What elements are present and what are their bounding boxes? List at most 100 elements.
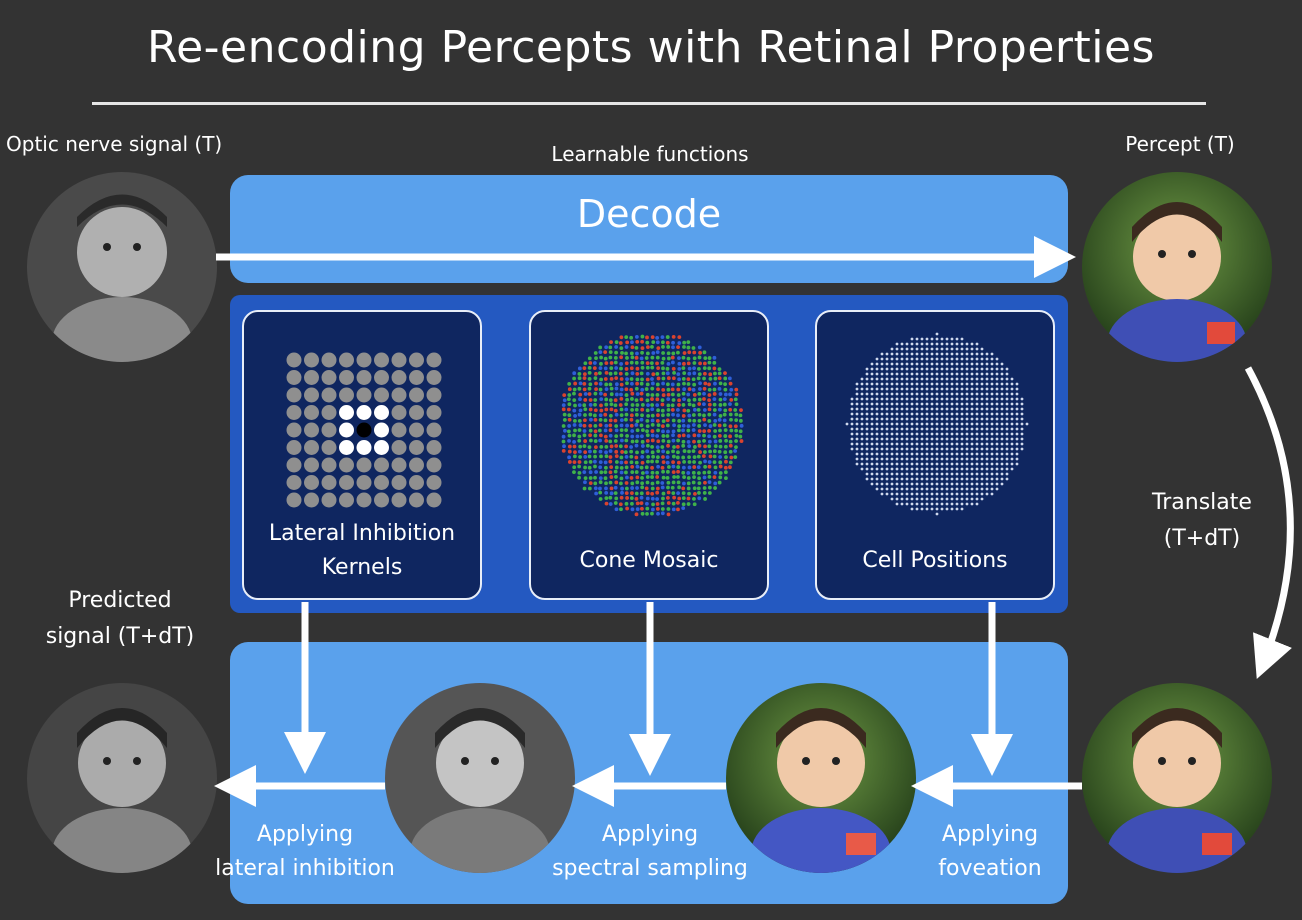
cell-dot [925,502,929,506]
cone-dot [645,335,649,340]
cell-dot [860,412,864,416]
cone-dot [701,454,706,459]
cell-dot [990,357,994,361]
cone-dot [656,376,661,381]
cone-dot [629,491,634,496]
cone-dot [577,412,582,417]
cell-dot [955,502,959,506]
cone-dot [682,449,687,453]
cone-dot [697,481,702,485]
cone-dot [604,402,609,407]
cell-dot [985,472,989,476]
cell-dot [1000,422,1004,426]
cell-dot [885,417,889,421]
cell-dot [925,467,929,471]
cone-dot [707,485,712,490]
cell-dot [995,462,999,466]
cell-dot [1000,387,1004,391]
cone-dot [593,481,598,486]
cone-dot [572,433,576,438]
cell-dot [885,402,889,406]
kernel-dot [339,352,354,368]
cell-dot [860,387,864,391]
cell-dot [875,372,879,376]
cone-dot [707,439,712,444]
cell-dot [950,367,954,371]
cone-dot [692,445,697,449]
cone-dot [702,402,706,407]
cone-dot [692,407,697,412]
cell-dot [890,392,894,396]
kernel-dot [391,370,407,385]
cone-dot [702,376,706,381]
cone-dot [583,413,587,417]
cone-dot [573,381,578,386]
cell-dot [990,492,994,496]
cell-dot [905,412,909,416]
cone-dot [697,372,702,377]
cell-dot [985,352,989,356]
cone-dot [671,376,676,381]
cell-dot [935,337,939,341]
cone-dot [692,502,697,507]
spectral-sampled-image [385,683,575,873]
cell-dot [915,417,919,421]
cone-dot [686,356,691,361]
cone-dot [733,397,738,402]
cone-dot [666,429,670,434]
cell-dot [875,457,879,461]
cone-dot [655,486,660,491]
cell-dot [955,392,959,396]
cell-dot [955,417,959,421]
cell-dot [875,362,879,366]
cell-dot [935,482,939,486]
cell-dot [910,392,914,396]
cell-dot [900,342,904,346]
predicted-signal-label-2: signal (T+dT) [45,624,195,649]
cell-dot [880,472,884,476]
cell-positions-panel: Cell Positions [815,310,1055,600]
cell-dot [920,412,924,416]
cell-dot [940,507,944,511]
cone-dot [577,475,581,480]
cone-dot [655,397,660,402]
cone-dot [583,439,588,443]
cone-dot [713,429,718,433]
cell-dot [880,467,884,471]
cell-dot [955,337,959,341]
cell-positions-graphic [845,332,1029,516]
cone-dot [681,418,686,423]
cell-dot [850,442,854,446]
cell-dot [980,372,984,376]
cell-dot [875,447,879,451]
cone-dot [629,417,634,422]
cone-dot [655,445,660,450]
cone-dot [624,372,629,376]
kernel-dot [391,422,407,438]
cell-dot [965,457,969,461]
cone-dot [583,454,588,459]
diagram-title: Re-encoding Percepts with Retinal Proper… [147,22,1155,73]
cell-dot [935,342,939,346]
cone-dot [675,455,680,460]
cone-dot [608,413,613,418]
cone-dot [676,469,680,474]
cone-dot [671,449,675,454]
cone-dot [686,377,691,382]
cone-dot [661,351,665,355]
cone-dot [598,391,603,396]
cone-dot [650,418,655,423]
cell-dot [995,427,999,431]
cone-dot [738,413,743,418]
cone-dot [644,486,649,491]
cone-dot [677,485,681,490]
cone-dot [619,366,623,371]
cell-dot [890,462,894,466]
cone-dot [707,491,712,495]
cone-dot [676,382,681,387]
cell-dot [965,422,969,426]
cell-dot [1020,442,1024,446]
cone-dot [670,392,675,397]
cell-dot [910,462,914,466]
kernel-dot [356,370,372,385]
